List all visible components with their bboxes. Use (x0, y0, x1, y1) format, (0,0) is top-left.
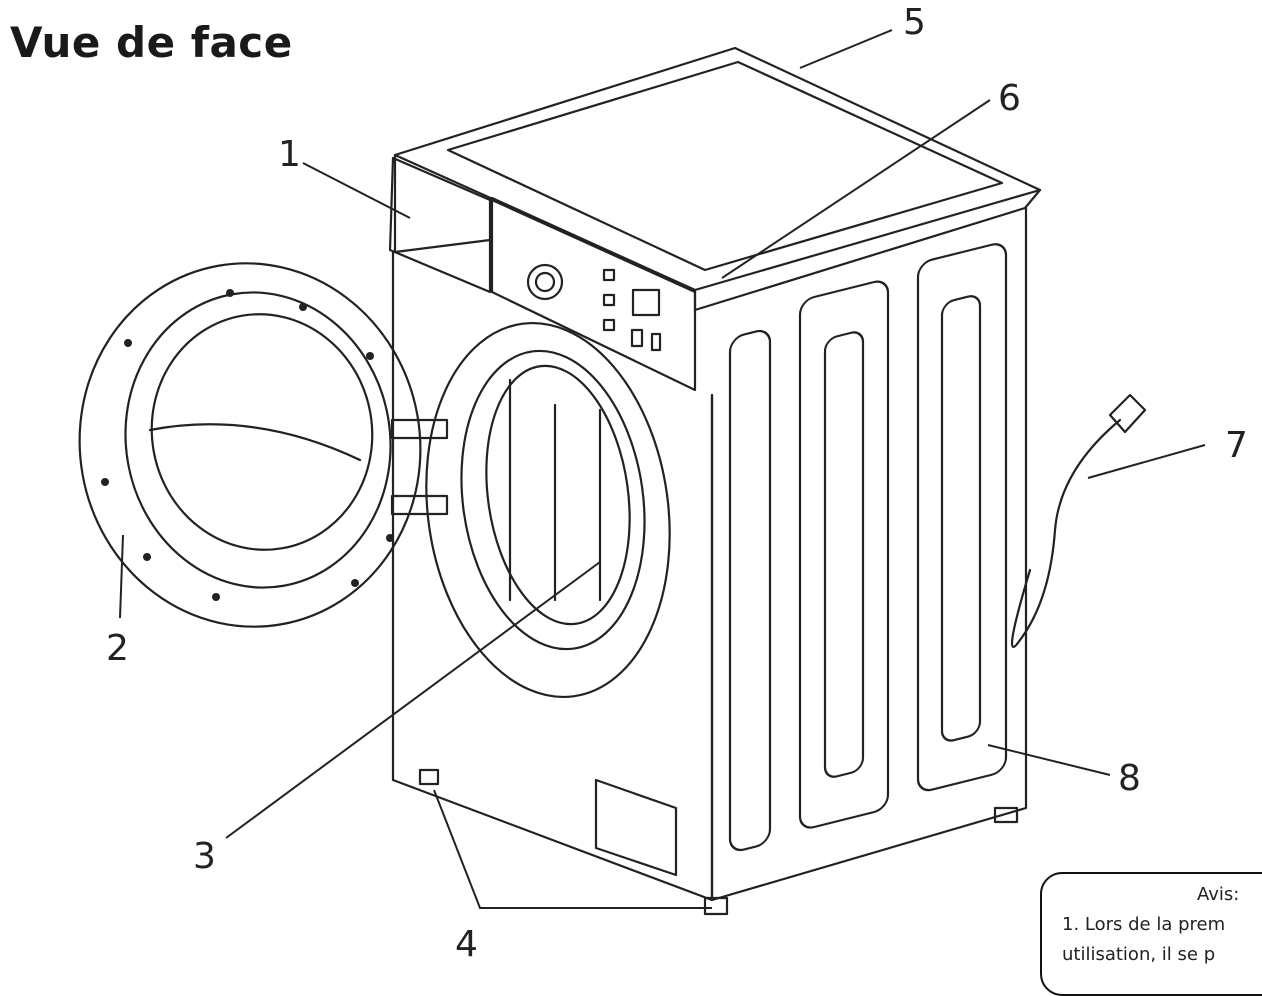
leader-4 (433, 789, 712, 909)
notice-box: Avis: 1. Lors de la prem utilisation, il… (1040, 872, 1262, 996)
callout-3: 3 (193, 836, 216, 877)
callout-7: 7 (1225, 425, 1248, 466)
side-rib-3 (916, 243, 1008, 792)
leader-8 (987, 744, 1111, 776)
detergent-drawer (388, 156, 492, 294)
hinge-bottom (390, 494, 449, 516)
leader-5 (799, 29, 893, 69)
foot-front-right (703, 896, 729, 916)
leader-6 (721, 99, 991, 279)
power-cord (1010, 418, 1122, 648)
door (78, 262, 422, 628)
hinge-top (390, 418, 449, 440)
side-rib-1 (728, 329, 772, 852)
program-knob (526, 263, 564, 301)
porthole (425, 321, 671, 699)
side-rib-2 (798, 280, 890, 829)
notice-title: Avis: (1197, 884, 1240, 905)
callout-1: 1 (278, 134, 301, 175)
callout-6: 6 (998, 78, 1021, 119)
foot-rear-right (993, 806, 1019, 824)
power-plug (1108, 393, 1147, 434)
page-title: Vue de face (10, 18, 293, 67)
notice-line-1: 1. Lors de la prem (1062, 914, 1226, 935)
foot-front-left (418, 768, 440, 786)
callout-2: 2 (106, 628, 129, 669)
side-panel (710, 206, 1028, 902)
callout-4: 4 (455, 924, 478, 965)
notice-line-2: utilisation, il se p (1062, 944, 1216, 965)
leader-1 (302, 162, 411, 219)
leader-2 (119, 534, 124, 619)
leader-3 (225, 561, 601, 839)
callout-5: 5 (903, 2, 926, 43)
callout-8: 8 (1118, 758, 1141, 799)
control-panel (490, 198, 697, 392)
leader-7 (1087, 444, 1206, 479)
filter-cover (594, 778, 678, 877)
washing-machine-diagram (78, 29, 1206, 916)
